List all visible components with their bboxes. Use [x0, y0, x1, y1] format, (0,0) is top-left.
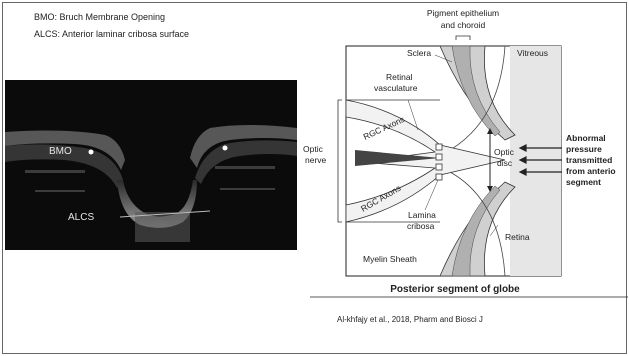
label-lamina: Lamina	[408, 210, 436, 220]
label-retinal: Retinal	[386, 72, 413, 82]
label-retina: Retina	[505, 232, 530, 242]
legend-bmo: BMO: Bruch Membrane Opening	[34, 9, 189, 26]
oct-scan-image: BMO ALCS	[5, 80, 297, 250]
label-cribosa: cribosa	[407, 221, 435, 231]
label-optic-disc-2: disc	[497, 158, 513, 168]
label-vitreous: Vitreous	[517, 48, 548, 58]
label-optic-disc: Optic	[494, 147, 515, 157]
posterior-segment-diagram: Pigment epithelium and choroid Sclera Vi…	[300, 0, 629, 300]
abbreviation-legend: BMO: Bruch Membrane Opening ALCS: Anteri…	[34, 9, 189, 43]
label-pressure: pressure	[566, 144, 602, 154]
alcs-label: ALCS	[68, 212, 94, 223]
bmo-label: BMO	[49, 146, 72, 157]
label-optic-nerve-2: nerve	[305, 155, 327, 165]
label-pigment-2: and choroid	[441, 20, 486, 30]
label-optic-nerve: Optic	[303, 144, 324, 154]
label-vasculature: vasculature	[374, 83, 418, 93]
label-from-anterior: from anterio	[566, 166, 616, 176]
label-abnormal: Abnormal	[566, 133, 606, 143]
legend-alcs: ALCS: Anterior laminar cribosa surface	[34, 26, 189, 43]
label-transmitted: transmitted	[566, 155, 612, 165]
label-segment: segment	[566, 177, 601, 187]
label-myelin: Myelin Sheath	[363, 254, 417, 264]
bmo-point-right	[223, 146, 228, 151]
oct-scan-graphic	[5, 80, 297, 250]
bmo-point-left	[89, 150, 94, 155]
label-sclera: Sclera	[407, 48, 431, 58]
diagram-caption: Posterior segment of globe	[390, 284, 520, 295]
label-pigment: Pigment epithelium	[427, 8, 499, 18]
citation: Al-khfajy et al., 2018, Pharm and Biosci…	[337, 315, 483, 324]
